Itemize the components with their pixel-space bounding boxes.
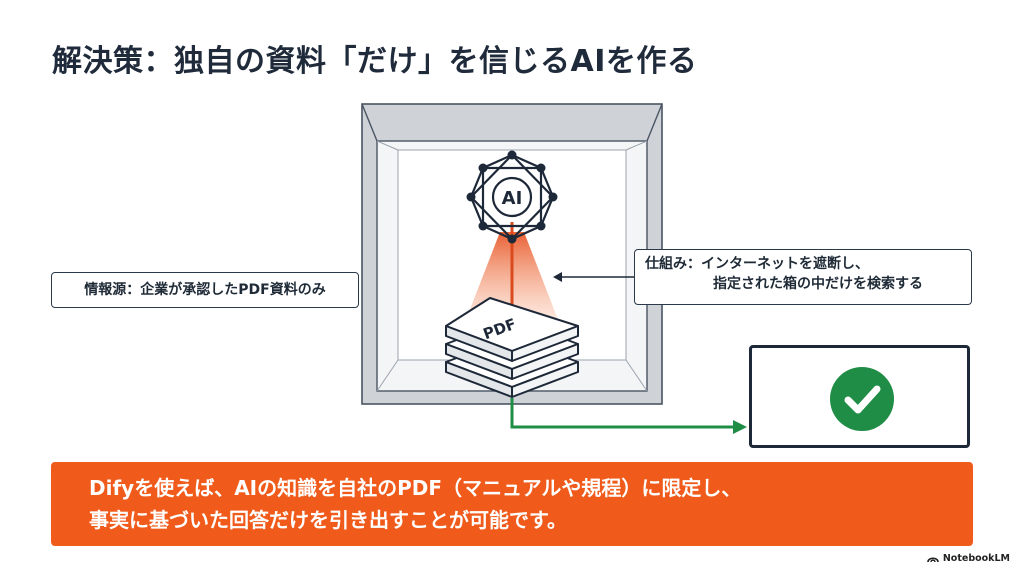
mechanism-label-line1: 仕組み：インターネットを遮断し、 xyxy=(645,256,869,272)
summary-banner: Difyを使えば、AIの知識を自社のPDF（マニュアルや規程）に限定し、 事実に… xyxy=(51,462,973,546)
banner-line1: Difyを使えば、AIの知識を自社のPDF（マニュアルや規程）に限定し、 xyxy=(89,476,742,500)
banner-line2: 事実に基づいた回答だけを引き出すことが可能です。 xyxy=(89,508,567,532)
ai-network-icon xyxy=(466,150,558,244)
checkmark-icon xyxy=(830,367,894,431)
notebooklm-logo-icon xyxy=(927,557,939,563)
pdf-stack-icon xyxy=(445,297,579,398)
source-label: 情報源：企業が承認したPDF資料のみ xyxy=(51,272,359,308)
output-arrow xyxy=(510,398,747,434)
page-title: 解決策：独自の資料「だけ」を信じるAIを作る xyxy=(52,44,698,79)
brand-label: NotebookLM xyxy=(942,553,1010,564)
mechanism-arrow xyxy=(553,272,634,282)
mechanism-label: 仕組み：インターネットを遮断し、 指定された箱の中だけを検索する xyxy=(634,249,972,305)
result-box xyxy=(749,345,970,448)
ai-label: AI xyxy=(502,188,523,209)
brand-watermark: NotebookLM xyxy=(927,553,1010,564)
mechanism-label-line2: 指定された箱の中だけを検索する xyxy=(713,276,923,292)
